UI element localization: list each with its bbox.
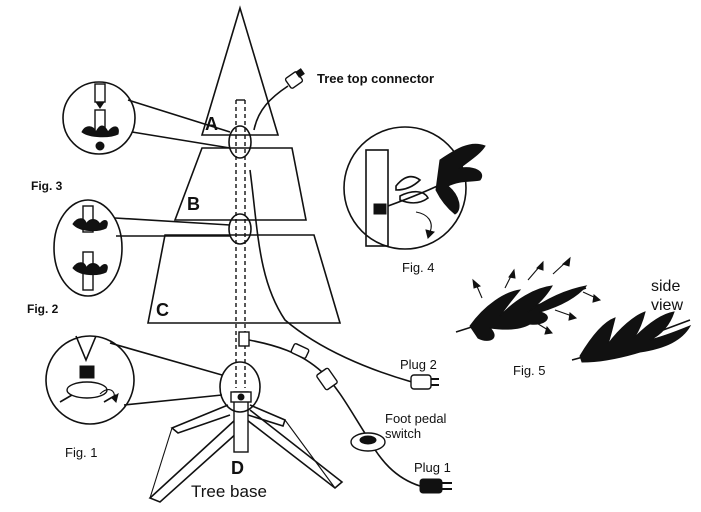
plug-1 — [419, 478, 452, 494]
power-cord — [248, 339, 421, 487]
tree-top-connector — [284, 68, 305, 89]
fig5-branch-illustration — [455, 256, 692, 363]
plug-2 — [410, 374, 439, 390]
base-label: Tree base — [191, 482, 267, 501]
inline-connector — [238, 331, 250, 347]
tree-section-b — [173, 147, 307, 221]
fig3-label: Fig. 3 — [31, 179, 63, 193]
plug2-label: Plug 2 — [400, 357, 437, 372]
fig3-callout — [62, 81, 231, 155]
top-connector-wire — [253, 85, 289, 131]
section-label-b: B — [187, 194, 200, 214]
fig4-label: Fig. 4 — [402, 260, 435, 275]
switch-label-line1: Foot pedal — [385, 411, 447, 426]
base-joint-ellipse — [219, 361, 261, 413]
section-label-c: C — [156, 300, 169, 320]
section-label-d: D — [231, 458, 244, 478]
tree-section-c — [147, 234, 342, 324]
foot-pedal-switch — [350, 432, 386, 452]
tree-section-a — [200, 5, 280, 136]
plug1-label: Plug 1 — [414, 460, 451, 475]
fig1-callout — [45, 335, 223, 425]
tree-base — [148, 391, 344, 503]
side-view-label-line1: side — [651, 278, 680, 295]
fig2-callout — [53, 199, 231, 297]
plug2-wire — [249, 169, 413, 383]
connector-label: Tree top connector — [317, 71, 434, 86]
side-view-label-line2: view — [651, 297, 683, 314]
cord-plug-socket — [290, 343, 310, 359]
fig5-label: Fig. 5 — [513, 363, 546, 378]
fig1-label: Fig. 1 — [65, 445, 98, 460]
joint-ellipse-ab — [228, 125, 252, 159]
switch-label-line2: switch — [385, 426, 421, 441]
cord-plug-male — [316, 367, 338, 391]
joint-ellipse-bc — [228, 213, 252, 245]
fig2-label: Fig. 2 — [27, 302, 59, 316]
fig4-callout — [343, 126, 486, 250]
section-label-a: A — [205, 114, 218, 134]
